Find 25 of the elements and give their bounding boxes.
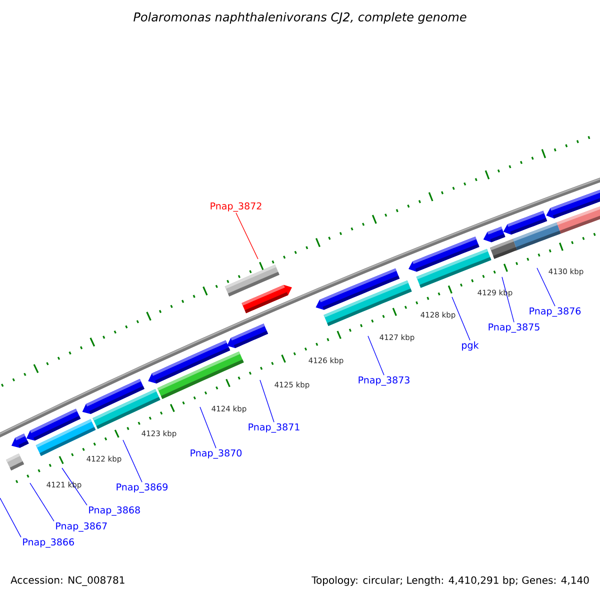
gene-label: Pnap_3866 [23,538,74,548]
gene-label: Pnap_3876 [530,307,581,317]
gene-label: Pnap_3868 [89,506,140,516]
gene-label: Pnap_3875 [488,323,540,333]
leader-line [502,276,514,323]
leader-line [62,468,88,506]
leader-line [260,380,274,423]
gene-label: pgk [462,341,479,351]
gene-label: Pnap_3873 [358,376,410,386]
gene-label: Pnap_3871 [248,423,300,433]
leader-line [30,482,54,522]
leader-line [122,440,142,483]
title: Polaromonas naphthalenivorans CJ2, complete genome [134,12,466,24]
leader-line [452,296,470,341]
leader-line [536,268,556,307]
genome-info-text: Topology: circular; Length: 4,410,291 bp; Genes: 4,140 [312,576,589,586]
gene-label: Pnap_3867 [56,522,107,532]
gene-label: Pnap_3870 [190,449,242,459]
leader-line [0,498,22,538]
accession-text: Accession: NC_008781 [10,576,124,586]
gene-label: Pnap_3869 [116,483,168,493]
leader-line [200,406,216,449]
gene-label: Pnap_3872 [210,202,262,212]
leader-line [368,336,384,376]
leader-line [236,212,258,260]
